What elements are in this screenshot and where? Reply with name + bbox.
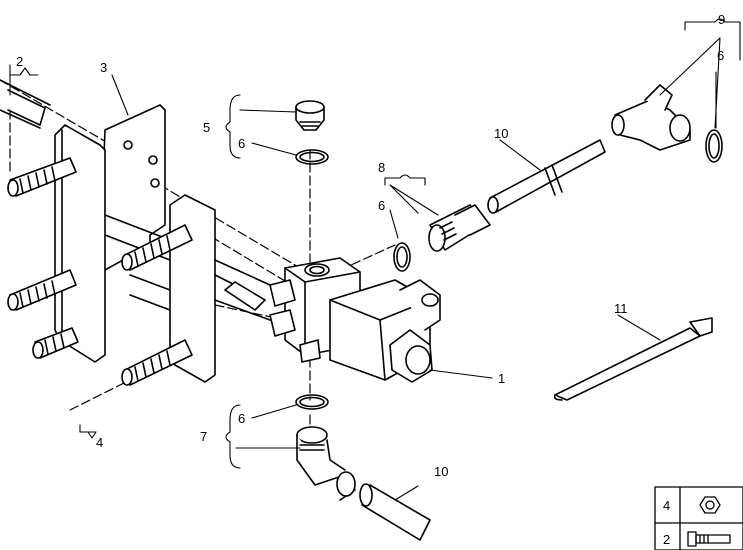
callout-11: 11 xyxy=(614,301,628,316)
callout-6: 6 xyxy=(238,411,245,426)
callout-7: 7 xyxy=(200,429,207,444)
threaded-studs-middle xyxy=(121,224,193,386)
straight-fitting-8 xyxy=(428,204,491,252)
tube-10-top xyxy=(487,139,606,214)
callout-10: 10 xyxy=(434,464,448,479)
callout-8: 8 xyxy=(378,160,385,175)
callout-4: 4 xyxy=(96,435,103,450)
legend-num-bolt: 2 xyxy=(663,532,670,547)
callout-1: 1 xyxy=(498,371,505,386)
bolt-icon xyxy=(687,531,731,547)
callout-6: 6 xyxy=(717,48,724,63)
callout-3: 3 xyxy=(100,60,107,75)
callout-5: 5 xyxy=(203,120,210,135)
elbow-fitting-7 xyxy=(296,426,356,501)
cable-tie-11 xyxy=(553,317,713,401)
callout-6: 6 xyxy=(378,198,385,213)
washer-6-bottom xyxy=(295,394,329,410)
tube-10-bottom xyxy=(359,483,431,541)
threaded-studs xyxy=(7,157,79,359)
callout-6: 6 xyxy=(238,136,245,151)
callout-labels: 2 3 5 6 8 6 10 9 6 11 1 7 6 4 10 xyxy=(16,12,725,479)
fastener-legend: 4 2 xyxy=(654,486,743,550)
elbow-fitting-9 xyxy=(611,84,691,151)
callout-9: 9 xyxy=(718,12,725,27)
hex-nut-icon xyxy=(699,496,721,514)
solenoid-coil xyxy=(329,279,441,383)
washer-6-top xyxy=(295,149,329,165)
callout-10: 10 xyxy=(494,126,508,141)
cable-left xyxy=(0,79,51,129)
callout-2: 2 xyxy=(16,54,23,69)
washer-6-right xyxy=(705,129,723,163)
group-brackets xyxy=(9,18,741,469)
legend-num-nut: 4 xyxy=(663,498,670,513)
washer-6-mid xyxy=(393,242,411,272)
leader-lines xyxy=(9,37,721,501)
plug-5 xyxy=(295,100,325,131)
